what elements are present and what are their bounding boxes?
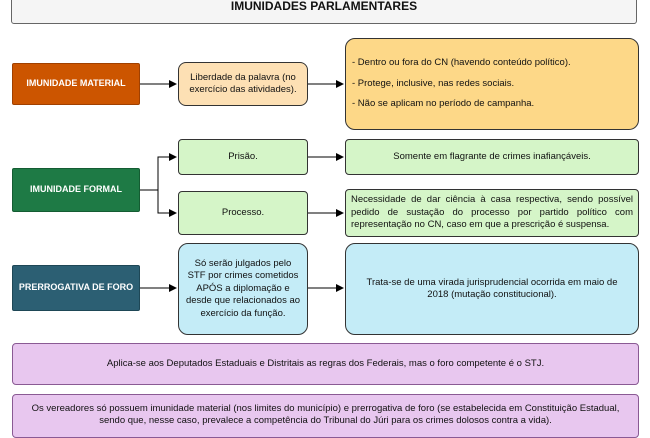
arrow-formal-branch-2 <box>157 190 177 217</box>
prerrogativa-foro-box: PRERROGATIVA DE FORO <box>12 265 140 311</box>
diagram-title: IMUNIDADES PARLAMENTARES <box>11 0 637 24</box>
note-estaduais-box: Aplica-se aos Deputados Estaduais e Dist… <box>12 343 639 385</box>
formal-prisao-detail-box: Somente em flagrante de crimes inafiançá… <box>345 139 639 175</box>
material-detail-2: - Protege, inclusive, nas redes sociais. <box>352 77 515 89</box>
material-details-box: - Dentro ou fora do CN (havendo conteúdo… <box>345 38 639 130</box>
material-detail-3: - Não se aplicam no período de campanha. <box>352 98 535 110</box>
material-liberdade-box: Liberdade da palavra (no exercício das a… <box>178 62 308 106</box>
imunidade-material-box: IMUNIDADE MATERIAL <box>12 63 140 105</box>
foro-middle-box: Só serão julgados pelo STF por crimes co… <box>178 243 308 335</box>
formal-processo-detail-box: Necessidade de dar ciência à casa respec… <box>345 189 639 237</box>
foro-detail-box: Trata-se de uma virada jurisprudencial o… <box>345 243 639 335</box>
note-vereadores-box: Os vereadores só possuem imunidade mater… <box>12 394 639 438</box>
formal-prisao-box: Prisão. <box>178 139 308 175</box>
imunidade-formal-box: IMUNIDADE FORMAL <box>12 168 140 212</box>
arrow-formal-branch <box>140 153 177 191</box>
formal-processo-box: Processo. <box>178 191 308 235</box>
material-detail-1: - Dentro ou fora do CN (havendo conteúdo… <box>352 57 571 69</box>
